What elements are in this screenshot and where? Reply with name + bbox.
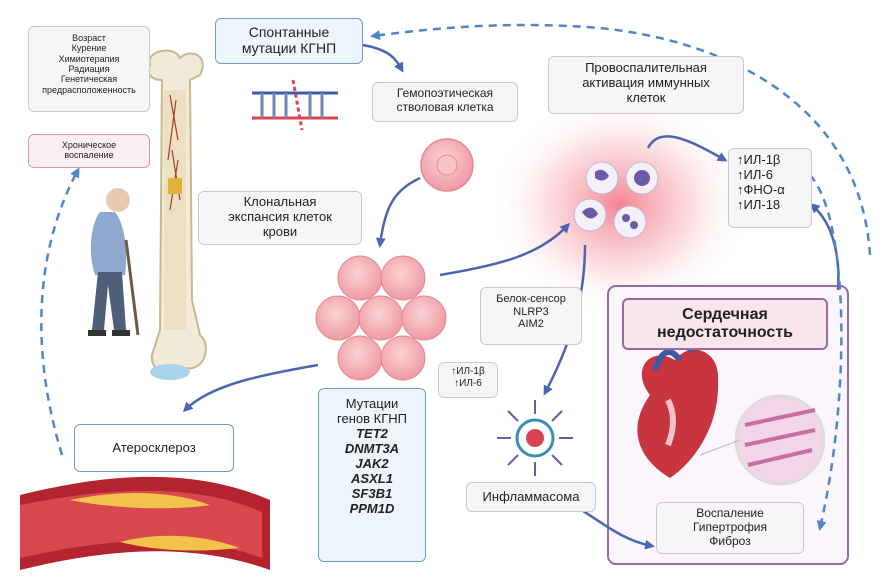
cytokine: ↑ФНО-α — [737, 181, 785, 197]
gene-name: TET2 — [356, 425, 388, 441]
bone-illustration — [147, 49, 207, 380]
risk-factor: предрасположенность — [42, 84, 136, 95]
outcome: Воспаление — [696, 506, 764, 520]
clonal-expansion-box: Клональная экспансия клеток крови — [198, 191, 362, 245]
inflammasome-icon — [497, 400, 573, 476]
heart-failure-title: Сердечная недостаточность — [622, 298, 828, 350]
chronic-inflammation-box: Хроническое воспаление — [28, 134, 150, 168]
elderly-person-illustration — [88, 188, 140, 336]
inflammation-glow — [490, 95, 750, 315]
gene-name: SF3B1 — [351, 485, 393, 501]
outcome: Гипертрофия — [692, 519, 768, 534]
cytokine: ↑ИЛ-6 — [737, 166, 773, 182]
arrow-clonal-to-immune — [439, 222, 571, 277]
arrow-hsc-to-clonal — [375, 176, 421, 248]
spontaneous-mutations-box: Спонтанные мутации КГНП — [215, 18, 363, 64]
proinflammatory-box: Провоспалительная активация иммунных кле… — [548, 56, 744, 114]
outcome: Фиброз — [709, 533, 751, 548]
clonal-cell-cluster — [315, 255, 447, 381]
artery-illustration — [20, 476, 270, 570]
dashed-arrow-right — [809, 174, 843, 531]
heart-failure-frame — [607, 285, 849, 565]
dashed-arrow-left — [40, 167, 80, 456]
dna-icon — [252, 79, 338, 131]
arrow-clonal-to-atherosclerosis — [182, 363, 319, 413]
inflammasome-box: Инфламмасома — [466, 482, 596, 512]
gene-mutations-box: Мутации генов КГНП TET2 DNMT3A JAK2 ASXL… — [318, 388, 426, 562]
gene-name: JAK2 — [355, 455, 389, 471]
tissue-magnifier — [699, 394, 826, 486]
risk-factors-box: Возраст Курение Химиотерапия Радиация Ге… — [28, 26, 150, 112]
cytokine: ↑ИЛ-1β — [737, 152, 781, 167]
outcomes-box: Воспаление Гипертрофия Фиброз — [656, 502, 804, 554]
risk-factor: Радиация — [68, 64, 110, 75]
dashed-arrow-top — [370, 23, 872, 256]
immune-cells — [573, 161, 659, 239]
risk-factor: Химиотерапия — [58, 53, 120, 64]
arrow-mutations-to-hsc — [362, 43, 404, 73]
cytokines-small-box: ↑ИЛ-1β ↑ИЛ-6 — [438, 362, 498, 398]
risk-factor: Генетическая — [60, 74, 118, 85]
risk-factor: Возраст — [72, 33, 106, 43]
gene-name: PPM1D — [349, 500, 395, 516]
cytokines-box: ↑ИЛ-1β ↑ИЛ-6 ↑ФНО-α ↑ИЛ-18 — [728, 148, 812, 228]
atherosclerosis-box: Атеросклероз — [74, 424, 234, 472]
arrow-immune-to-cytokines — [646, 135, 728, 162]
hsc-box: Гемопоэтическая стволовая клетка — [372, 82, 518, 122]
cytokine: ↑ИЛ-18 — [737, 196, 781, 212]
gene-name: DNMT3A — [344, 440, 400, 456]
gene-name: ASXL1 — [351, 470, 393, 486]
sensor-box: Белок-сенсор NLRP3 AIM2 — [480, 287, 582, 345]
risk-factor: Курение — [71, 43, 107, 54]
